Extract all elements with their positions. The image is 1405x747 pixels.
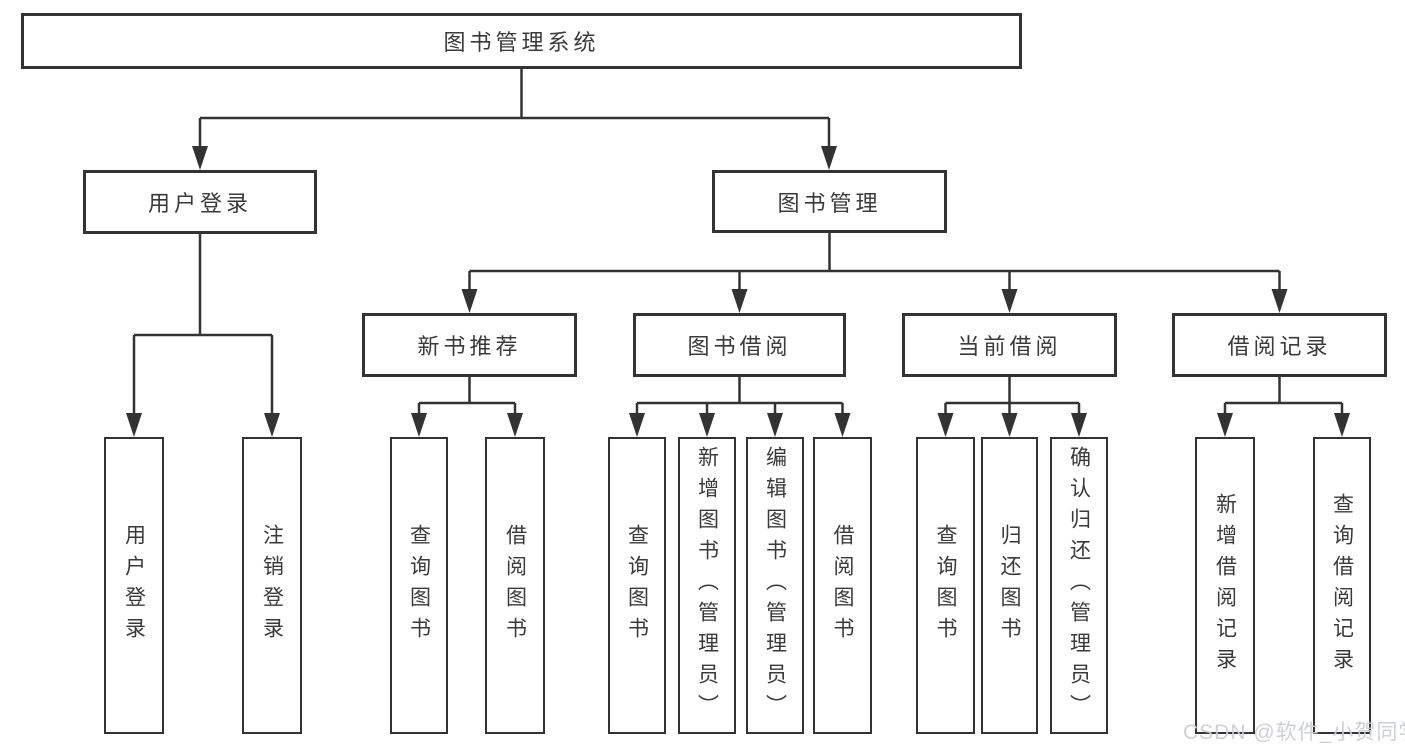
csdn-watermark: CSDN @软件_小贺同学: [1183, 721, 1405, 744]
leaf-borrow-book-recommend: 借阅图书: [485, 437, 545, 734]
leaf-add-book-admin: 新增图书（管理员）: [678, 437, 736, 734]
leaf-borrow-book: 借阅图书: [813, 437, 872, 734]
leaf-query-book-recommend: 查询图书: [390, 437, 448, 734]
node-new-book-recommend: 新书推荐: [362, 313, 577, 377]
leaf-logout: 注销登录: [242, 437, 302, 734]
node-label: 用户登录: [122, 523, 146, 648]
node-label: 用户登录: [147, 191, 252, 216]
node-current-borrow: 当前借阅: [902, 313, 1117, 377]
node-label: 查询借阅记录: [1330, 492, 1354, 679]
node-label: 确认归还（管理员）: [1067, 446, 1091, 725]
arrowhead-icons: [126, 146, 1350, 437]
node-label: 图书管理系统: [443, 30, 600, 55]
node-label: 借阅图书: [831, 523, 854, 648]
node-label: 查询图书: [934, 523, 957, 648]
node-label: 借阅图书: [503, 523, 527, 648]
leaf-return-book: 归还图书: [981, 437, 1038, 734]
node-label: 当前借阅: [957, 334, 1062, 359]
node-label: 归还图书: [998, 523, 1021, 648]
node-label: 查询图书: [625, 523, 649, 648]
edge-lines: [132, 69, 1344, 415]
leaf-query-book-borrow: 查询图书: [608, 437, 666, 734]
node-label: 图书管理: [777, 190, 882, 216]
leaf-confirm-return-admin: 确认归还（管理员）: [1050, 437, 1108, 734]
node-label: 新书推荐: [417, 334, 522, 359]
node-root-system: 图书管理系统: [21, 13, 1022, 69]
node-label: 查询图书: [407, 523, 431, 648]
node-borrow-records: 借阅记录: [1172, 313, 1387, 377]
leaf-edit-book-admin: 编辑图书（管理员）: [746, 437, 804, 734]
node-label: 新增图书（管理员）: [695, 446, 719, 725]
node-label: 注销登录: [260, 523, 284, 648]
leaf-query-borrow-record: 查询借阅记录: [1313, 437, 1371, 734]
leaf-user-login: 用户登录: [104, 437, 164, 734]
leaf-query-book-current: 查询图书: [916, 437, 975, 734]
node-label: 编辑图书（管理员）: [763, 446, 787, 725]
node-label: 图书借阅: [687, 334, 792, 359]
node-user-login: 用户登录: [83, 170, 317, 234]
node-book-management: 图书管理: [712, 170, 947, 233]
leaf-add-borrow-record: 新增借阅记录: [1195, 437, 1255, 734]
node-label: 新增借阅记录: [1213, 492, 1237, 679]
node-label: 借阅记录: [1227, 334, 1332, 359]
node-book-borrow: 图书借阅: [633, 313, 846, 377]
